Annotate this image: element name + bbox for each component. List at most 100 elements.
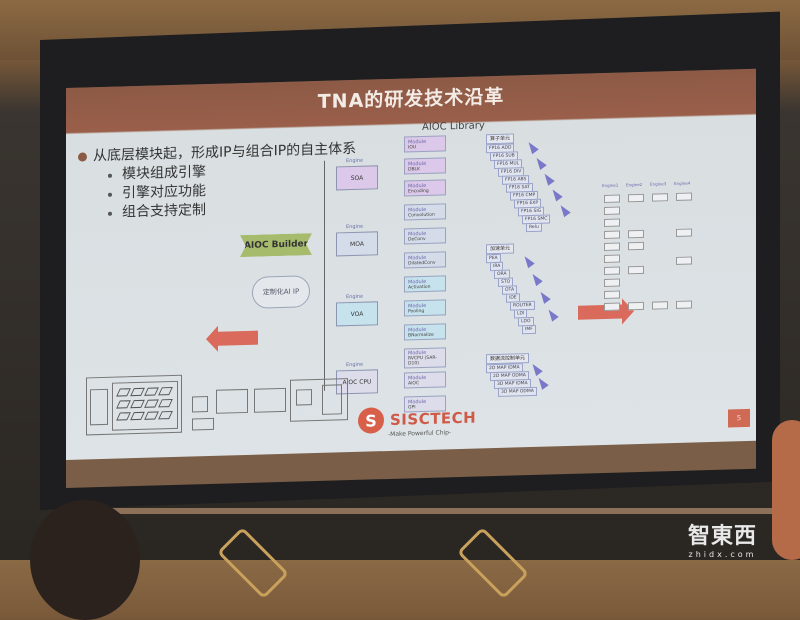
module-name: IOU: [408, 144, 417, 150]
grid-cell: [604, 290, 620, 299]
grid-cell: [604, 266, 620, 275]
module-name: Convolution: [408, 212, 435, 218]
grid-header: Engine2: [626, 181, 643, 188]
watermark-url: zhidx.com: [688, 550, 757, 559]
grid-cell: [628, 265, 644, 275]
triangle-icon: [529, 271, 543, 287]
module-name: AIOC: [408, 380, 420, 386]
bullet-dot-icon: [78, 152, 87, 162]
grid-cell: [604, 254, 620, 263]
grid-cell: [628, 241, 644, 251]
engine-voa: VOA: [336, 301, 378, 327]
engine-soa: SOA: [336, 165, 378, 191]
grid-cell: [676, 228, 692, 237]
aioc-library-label: AIOC Library: [422, 120, 485, 134]
triangle-icon: [521, 253, 535, 269]
projection-screen: TNA的研发技术沿革 从底层模块起，形成IP与组合IP的自主体系 模块组成引擎 …: [66, 68, 756, 488]
grid-cell: [604, 302, 620, 311]
bullet-sub-text: 引擎对应功能: [122, 183, 206, 202]
logo-name: SISCTECH: [390, 408, 477, 429]
grid-cell: [604, 218, 620, 227]
triangle-icon: [537, 289, 551, 304]
group-header-accelerators: 加速单元: [486, 243, 515, 255]
slide: TNA的研发技术沿革 从底层模块起，形成IP与组合IP的自主体系 模块组成引擎 …: [66, 68, 756, 460]
module-name: DilatedConv: [408, 260, 436, 266]
triangle-icon: [525, 139, 539, 155]
grid-header: Engine1: [602, 182, 619, 189]
bullet-sub-text: 模块组成引擎: [122, 164, 206, 183]
patent-block-10: [254, 387, 286, 413]
patent-block-206: [192, 417, 214, 431]
grid-header: Engine3: [650, 181, 667, 187]
triangle-icon: [545, 307, 559, 322]
patent-block-205: [192, 396, 208, 413]
sisctech-logo-icon: S: [358, 407, 384, 434]
module-name: Encoding: [408, 188, 429, 194]
unit-item: IMF: [522, 324, 536, 335]
unit-item: Relu: [526, 222, 542, 233]
watermark-name: 智東西: [688, 524, 758, 549]
chair-back: [456, 526, 530, 600]
patent-block-301: [322, 384, 342, 415]
grid-cell: [628, 193, 644, 203]
unit-item: 3D MAP ODMA: [498, 386, 537, 397]
triangle-icon: [557, 202, 571, 218]
grid-cell: [628, 301, 644, 311]
watermark: 智東西 zhidx.com: [688, 518, 757, 559]
triangle-icon: [549, 187, 563, 202]
engine-header: Engine: [346, 361, 364, 369]
audience-head: [30, 500, 140, 620]
engine-header: Engine: [346, 223, 364, 231]
grid-cell: [604, 230, 620, 239]
grid-cell: [604, 242, 620, 251]
patent-block-1: [216, 388, 248, 414]
module-name: RVCPU (SAR-D10): [408, 355, 437, 367]
module-name: Activation: [408, 284, 431, 290]
screen-rail: [105, 508, 775, 514]
grid-header: Engine4: [674, 180, 691, 187]
grid-cell: [676, 300, 692, 309]
aioc-builder-banner: AIOC Builder: [240, 233, 312, 257]
grid-cell: [604, 278, 620, 287]
connector-line: [324, 160, 325, 391]
grid-cell: [604, 206, 620, 215]
grid-cell: [652, 193, 668, 202]
arrow-left-icon: [218, 330, 258, 346]
triangle-icon: [533, 155, 547, 170]
module-name: DeConv: [408, 236, 426, 242]
bullet-list: 从底层模块起，形成IP与组合IP的自主体系 模块组成引擎 引擎对应功能 组合支持…: [78, 140, 356, 224]
bullet-sub-text: 组合支持定制: [122, 202, 206, 221]
engine-header: Engine: [346, 293, 364, 301]
patent-block-204: [90, 388, 108, 426]
triangle-icon: [535, 375, 549, 390]
triangle-icon: [541, 171, 555, 186]
grid-cell: [604, 194, 620, 203]
triangle-icon: [529, 361, 543, 377]
page-number: 5: [728, 408, 750, 428]
engine-moa: MOA: [336, 231, 378, 257]
module-name: BNormalize: [408, 332, 434, 338]
grid-cell: [652, 301, 668, 310]
chair-back: [216, 526, 290, 600]
module-name: Pooling: [408, 308, 425, 314]
grid-cell: [676, 192, 692, 201]
engine-header: Engine: [346, 157, 364, 165]
patent-block-302: [296, 389, 312, 406]
custom-ai-ip-cloud: 定制化AI IP: [252, 275, 310, 309]
module-name: DBLK: [408, 166, 421, 172]
grid-cell: [628, 229, 644, 239]
logo-tagline: -Make Powerful Chip-: [388, 429, 452, 439]
grid-cell: [676, 256, 692, 265]
audience-hand: [772, 420, 800, 560]
